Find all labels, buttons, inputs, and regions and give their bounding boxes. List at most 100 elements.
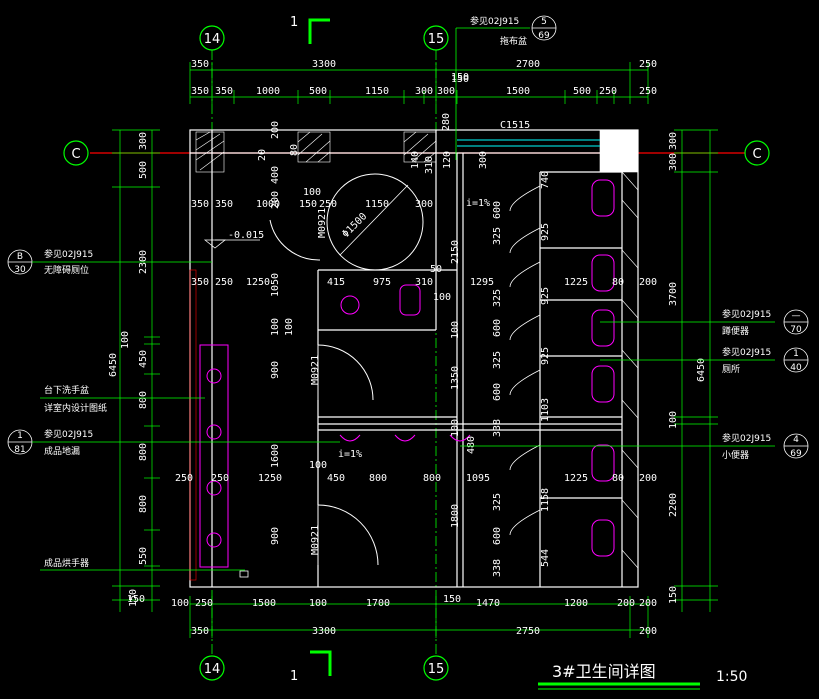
- svg-text:925: 925: [540, 347, 551, 365]
- svg-text:200: 200: [639, 598, 657, 609]
- svg-text:100: 100: [450, 419, 461, 437]
- svg-text:350: 350: [191, 59, 209, 70]
- axis-bubble-14-bottom: 14: [199, 655, 225, 681]
- svg-text:1200: 1200: [564, 598, 588, 609]
- svg-text:1500: 1500: [506, 86, 530, 97]
- svg-text:1150: 1150: [365, 199, 389, 210]
- svg-text:1050: 1050: [270, 273, 281, 297]
- dim-right-outer: 6450: [696, 358, 707, 382]
- svg-text:成品烘手器: 成品烘手器: [44, 557, 89, 569]
- dimension-lines: [112, 62, 718, 638]
- callout-ref-right-2: 参见02J915 厕所 1 40: [600, 346, 809, 375]
- svg-text:C1515: C1515: [500, 120, 530, 131]
- svg-text:70: 70: [790, 325, 802, 335]
- svg-text:250: 250: [319, 199, 337, 210]
- callout-ref-left-1: B 30 参见02J915 无障碍厕位: [7, 248, 212, 276]
- svg-text:69: 69: [538, 31, 550, 41]
- callout-hand-dryer: 成品烘手器: [40, 557, 249, 578]
- svg-text:325: 325: [492, 289, 503, 307]
- svg-text:1500: 1500: [252, 598, 276, 609]
- svg-text:1225: 1225: [564, 473, 588, 484]
- svg-text:100: 100: [450, 321, 461, 339]
- svg-text:400: 400: [270, 166, 281, 184]
- svg-text:480: 480: [466, 436, 477, 454]
- dim-text-interior: 200 400 200 20 80 280 140 310 300 120 10…: [175, 72, 657, 577]
- svg-text:325: 325: [492, 227, 503, 245]
- svg-text:280: 280: [441, 113, 452, 131]
- svg-text:81: 81: [14, 445, 25, 455]
- dim-text-bottom-1: 150 100 250 1500 100 1700 150 1470 1200 …: [127, 594, 657, 609]
- svg-text:200: 200: [270, 121, 281, 139]
- svg-text:975: 975: [373, 277, 391, 288]
- dim-left-outer: 6450: [108, 353, 119, 377]
- svg-text:300: 300: [478, 151, 489, 169]
- svg-text:1: 1: [290, 15, 298, 30]
- svg-text:150: 150: [127, 594, 145, 605]
- svg-text:338: 338: [492, 559, 503, 577]
- svg-text:600: 600: [492, 319, 503, 337]
- svg-text:1600: 1600: [270, 444, 281, 468]
- floor-level-marker: -0.015: [203, 230, 264, 249]
- svg-text:1250: 1250: [258, 473, 282, 484]
- callout-sink-note: 台下洗手盆 详室内设计图纸: [40, 384, 205, 414]
- svg-text:150: 150: [668, 586, 679, 604]
- svg-text:350: 350: [191, 626, 209, 637]
- callout-ref-right-1: 参见02J915 蹲便器 — 70: [600, 308, 809, 337]
- door-label-2: M0921: [310, 525, 321, 555]
- svg-text:1150: 1150: [365, 86, 389, 97]
- slope-label-1: i=1%: [466, 198, 490, 209]
- svg-text:80: 80: [289, 144, 300, 156]
- door-label-3: M0921: [317, 208, 328, 238]
- svg-text:1095: 1095: [466, 473, 490, 484]
- toilet-fixtures: [199, 179, 615, 568]
- svg-text:100: 100: [284, 318, 295, 336]
- svg-text:200: 200: [639, 473, 657, 484]
- svg-text:40: 40: [790, 363, 802, 373]
- svg-text:150: 150: [451, 72, 469, 83]
- svg-text:250: 250: [599, 86, 617, 97]
- svg-text:20: 20: [257, 149, 268, 161]
- axis-bubble-15-top: 15: [423, 25, 449, 51]
- svg-text:C: C: [752, 147, 761, 162]
- svg-text:900: 900: [270, 527, 281, 545]
- svg-text:350: 350: [215, 199, 233, 210]
- svg-text:4: 4: [793, 435, 799, 445]
- svg-text:250: 250: [215, 277, 233, 288]
- svg-text:无障碍厕位: 无障碍厕位: [44, 264, 89, 276]
- svg-text:250: 250: [175, 473, 193, 484]
- svg-text:1800: 1800: [450, 504, 461, 528]
- svg-text:参见02J915: 参见02J915: [722, 308, 771, 320]
- svg-text:拖布盆: 拖布盆: [500, 35, 527, 47]
- svg-text:925: 925: [540, 287, 551, 305]
- svg-text:1700: 1700: [366, 598, 390, 609]
- axis-bubble-15-bottom: 15: [423, 655, 449, 681]
- svg-text:Φ1500: Φ1500: [340, 211, 369, 240]
- door-swings: [269, 219, 379, 566]
- callout-ref-left-2: 1 81 参见02J915 成品地漏: [7, 428, 340, 457]
- svg-text:1225: 1225: [564, 277, 588, 288]
- svg-text:5: 5: [541, 17, 547, 27]
- svg-text:1: 1: [290, 669, 298, 684]
- svg-text:2150: 2150: [450, 240, 461, 264]
- callout-ref-right-3: 参见02J915 小便器 4 69: [460, 432, 809, 461]
- svg-text:350: 350: [215, 86, 233, 97]
- svg-text:C: C: [71, 147, 80, 162]
- svg-text:600: 600: [492, 527, 503, 545]
- svg-text:1350: 1350: [450, 366, 461, 390]
- svg-text:500: 500: [309, 86, 327, 97]
- axis-bubble-c-left: C: [63, 140, 89, 166]
- door-label-1: M0921: [310, 355, 321, 385]
- svg-text:740: 740: [540, 171, 551, 189]
- drawing-title-block: 3#卫生间详图 1:50: [538, 662, 747, 690]
- svg-text:参见02J915: 参见02J915: [722, 346, 771, 358]
- dim-text-top-3: 350 350 1000 500 1150 300 300 1500 500 2…: [191, 86, 657, 97]
- section-mark-bottom: 1: [290, 650, 332, 684]
- svg-text:厕所: 厕所: [722, 364, 740, 375]
- svg-text:2750: 2750: [516, 626, 540, 637]
- svg-text:成品地漏: 成品地漏: [44, 445, 80, 457]
- svg-text:900: 900: [270, 361, 281, 379]
- svg-text:200: 200: [639, 277, 657, 288]
- svg-text:300: 300: [668, 132, 679, 150]
- svg-text:15: 15: [428, 662, 445, 677]
